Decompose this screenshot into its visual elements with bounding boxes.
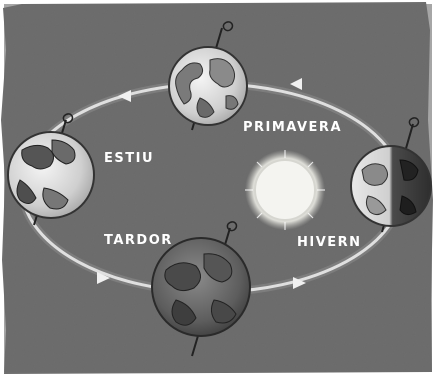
sun-disc	[255, 160, 315, 220]
sun	[245, 150, 325, 230]
label-autumn: TARDOR	[104, 234, 173, 247]
label-spring: PRIMAVERA	[243, 121, 342, 134]
label-winter: HIVERN	[297, 236, 362, 249]
label-summer: ESTIU	[104, 152, 154, 165]
